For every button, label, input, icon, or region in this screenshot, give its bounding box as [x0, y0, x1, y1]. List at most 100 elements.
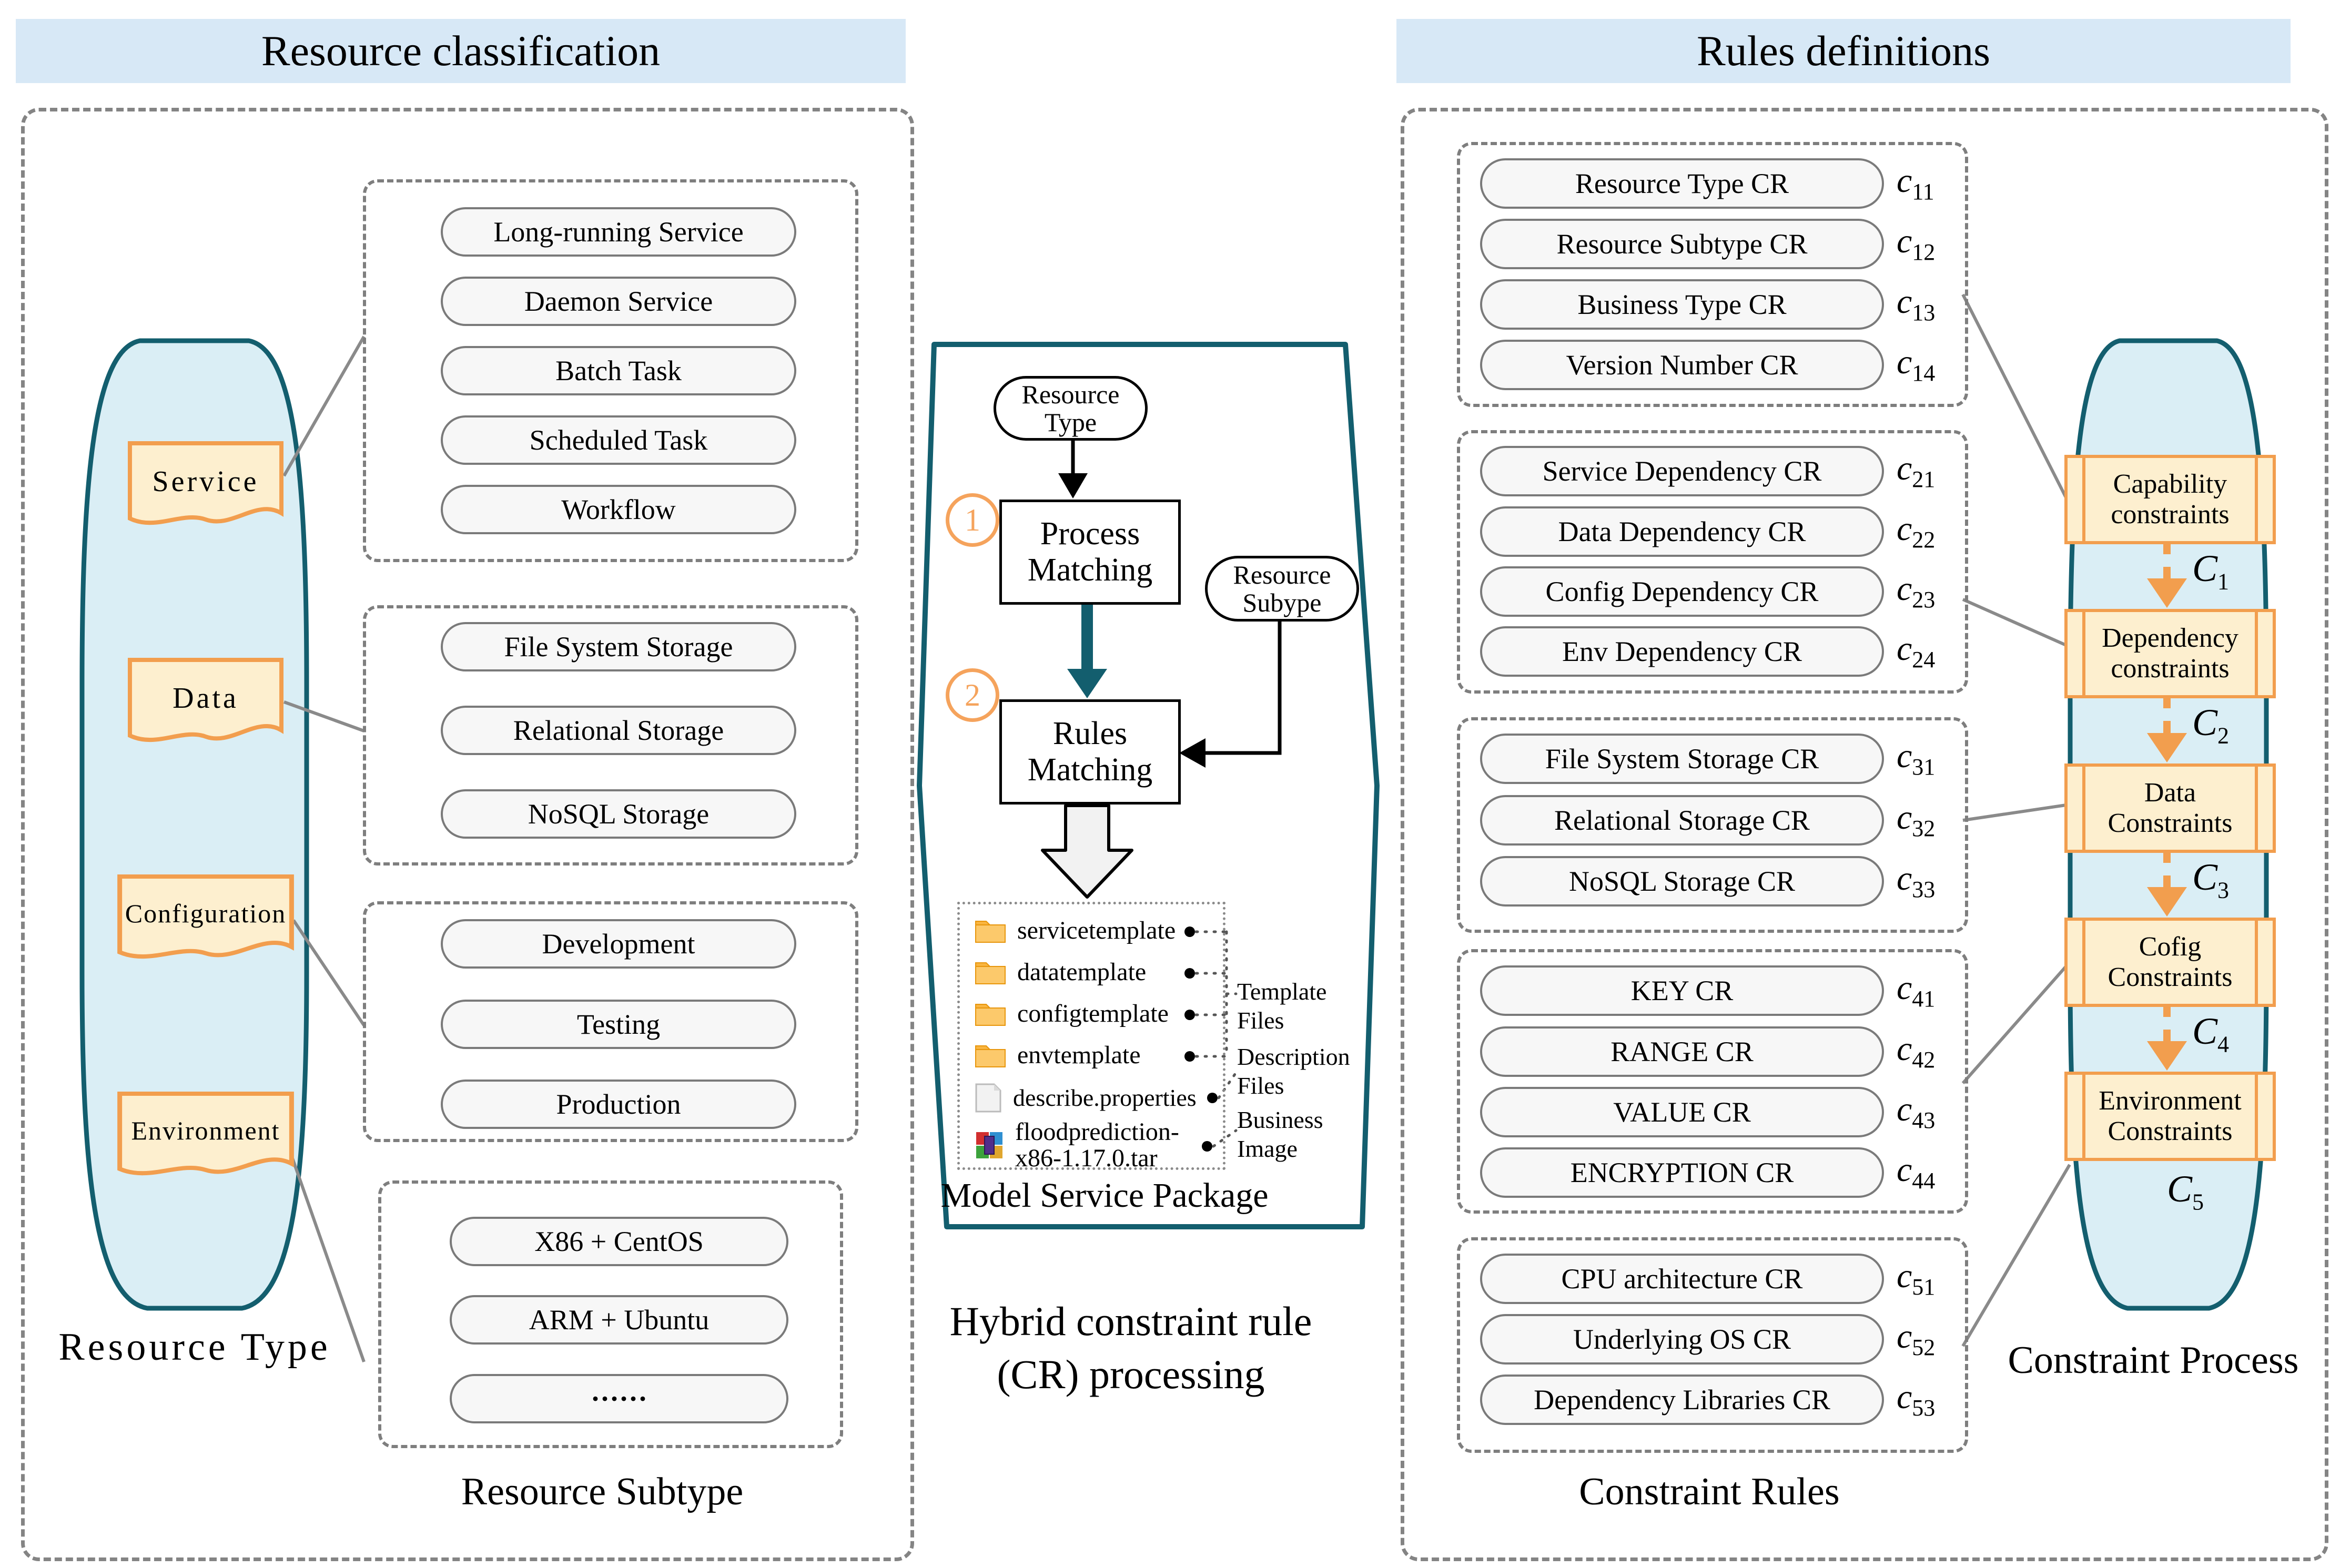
data-subtype-group	[363, 605, 858, 866]
subtype-item: Production	[441, 1080, 796, 1129]
step-line: Dependency	[2102, 623, 2238, 653]
document-shape	[117, 1092, 294, 1176]
cr-code-base: c	[1897, 282, 1912, 321]
cr-code-sub: 51	[1912, 1274, 1936, 1300]
cr-rule-pill: Data Dependency CR	[1480, 506, 1884, 557]
cr-rule-pill: Config Dependency CR	[1480, 566, 1884, 617]
cr-group-1	[1457, 142, 1968, 407]
annotation-line: Business	[1237, 1106, 1323, 1133]
cr-code: c13	[1897, 282, 1935, 326]
oval-line: Resource	[1233, 560, 1331, 589]
cr-rule-pill: File System Storage CR	[1480, 734, 1884, 784]
cr-code-sub: 43	[1912, 1107, 1936, 1134]
cr-code: c21	[1897, 449, 1935, 493]
cr-code-base: c	[1897, 859, 1912, 898]
cr-code-base: c	[1897, 343, 1912, 381]
subtype-item: File System Storage	[441, 622, 796, 671]
cr-code-base: c	[1897, 798, 1912, 837]
cr-code: c44	[1897, 1150, 1935, 1194]
resource-type-label: Configuration	[125, 899, 287, 929]
step-side-line	[2082, 612, 2085, 695]
cr-code-sub: 33	[1912, 877, 1936, 903]
annotation-line: Image	[1237, 1135, 1298, 1163]
subtype-item-label: Scheduled Task	[529, 424, 708, 456]
cr-rule-label: ENCRYPTION CR	[1570, 1157, 1794, 1188]
cr-code-sub: 11	[1912, 179, 1934, 205]
resource-type-label: Environment	[131, 1115, 280, 1145]
step-side-line	[2255, 921, 2258, 1004]
cr-code-base: c	[1897, 1257, 1912, 1295]
subtype-item-label: Daemon Service	[524, 286, 713, 317]
resource-classification-panel	[21, 108, 914, 1561]
resource-type-label: Data	[173, 682, 239, 715]
constraint-code-sub: 4	[2217, 1031, 2230, 1057]
subtype-item: ······	[450, 1374, 788, 1423]
rules-to-package-arrow	[1041, 804, 1133, 899]
folder-icon	[975, 962, 1006, 984]
caption-line: (CR) processing	[997, 1351, 1265, 1398]
subtype-to-rules-arrow	[1179, 618, 1282, 768]
document-shape	[117, 874, 294, 959]
cr-rule-pill: Service Dependency CR	[1480, 446, 1884, 496]
cr-code: c12	[1897, 221, 1935, 266]
cr-code: c42	[1897, 1029, 1935, 1073]
constraint-step-capability: Capability constraints	[2064, 455, 2276, 544]
subtype-item-label: Batch Task	[555, 355, 682, 386]
cr-rule-label: RANGE CR	[1610, 1036, 1754, 1067]
cr-code-base: c	[1897, 1090, 1912, 1128]
subtype-item-label: Production	[556, 1088, 681, 1120]
constraint-step-cofig: Cofig Constraints	[2064, 918, 2276, 1007]
resource-subtype-oval: Resource Subype	[1205, 556, 1359, 622]
model-service-package-box	[957, 902, 1225, 1170]
cr-code-sub: 52	[1912, 1335, 1936, 1361]
resource-type-oval: Resource Type	[994, 376, 1148, 441]
constraint-code: C3	[2192, 856, 2229, 903]
environment-subtype-group	[378, 1180, 843, 1448]
file-name: configtemplate	[1017, 1000, 1169, 1027]
box-line: Matching	[1027, 552, 1153, 588]
constraint-step-dependency: Dependency constraints	[2064, 609, 2276, 698]
resource-type-data: Data	[127, 657, 284, 750]
cr-rule-pill: Business Type CR	[1480, 279, 1884, 330]
cr-rule-pill: VALUE CR	[1480, 1087, 1884, 1137]
subtype-item: ARM + Ubuntu	[450, 1295, 788, 1345]
rules-definitions-panel	[1401, 108, 2328, 1561]
cr-rule-label: Dependency Libraries CR	[1534, 1384, 1830, 1416]
step-side-line	[2082, 1075, 2085, 1158]
file-name-two-lines: floodprediction- x86-1.17.0.tar	[1015, 1118, 1179, 1172]
description-files-annotation: Description Files	[1237, 1042, 1350, 1100]
subtype-item: NoSQL Storage	[441, 789, 796, 839]
cr-code-sub: 12	[1912, 239, 1936, 266]
step-side-line	[2082, 767, 2085, 850]
box-line: Process	[1040, 515, 1140, 552]
cr-code-sub: 22	[1912, 527, 1936, 553]
subtype-item-label: ARM + Ubuntu	[529, 1304, 710, 1336]
constraint-code-sub: 3	[2217, 877, 2230, 903]
cr-rule-pill: Resource Type CR	[1480, 158, 1884, 209]
cr-rule-pill: Env Dependency CR	[1480, 626, 1884, 677]
constraint-code-base: C	[2192, 547, 2218, 589]
annotation-line: Files	[1237, 1072, 1284, 1099]
subtype-item-label: Testing	[576, 1009, 661, 1040]
box-line: Matching	[1027, 752, 1153, 788]
resource-type-caption: Resource Type	[58, 1326, 331, 1369]
cr-code: c22	[1897, 509, 1935, 553]
process-matching-box: Process Matching	[999, 500, 1181, 605]
business-image-annotation: Business Image	[1237, 1105, 1323, 1163]
file-name: datatemplate	[1017, 958, 1147, 986]
cr-rule-label: Underlying OS CR	[1573, 1323, 1791, 1355]
constraint-process-caption: Constraint Process	[2008, 1339, 2299, 1382]
subtype-item: X86 + CentOS	[450, 1217, 788, 1266]
cr-rule-pill: Relational Storage CR	[1480, 795, 1884, 846]
cr-rule-label: Data Dependency CR	[1558, 516, 1806, 547]
file-name: servicetemplate	[1017, 917, 1176, 944]
left-connector-lines	[282, 335, 366, 1362]
subtype-item-label: ······	[590, 1383, 648, 1414]
cr-rule-pill: KEY CR	[1480, 965, 1884, 1016]
step-side-line	[2255, 612, 2258, 695]
subtype-item-label: NoSQL Storage	[528, 798, 710, 830]
constraint-code-base: C	[2192, 856, 2218, 898]
cr-code-sub: 31	[1912, 754, 1936, 780]
file-name: floodprediction-	[1015, 1118, 1179, 1146]
subtype-item: Batch Task	[441, 346, 796, 395]
